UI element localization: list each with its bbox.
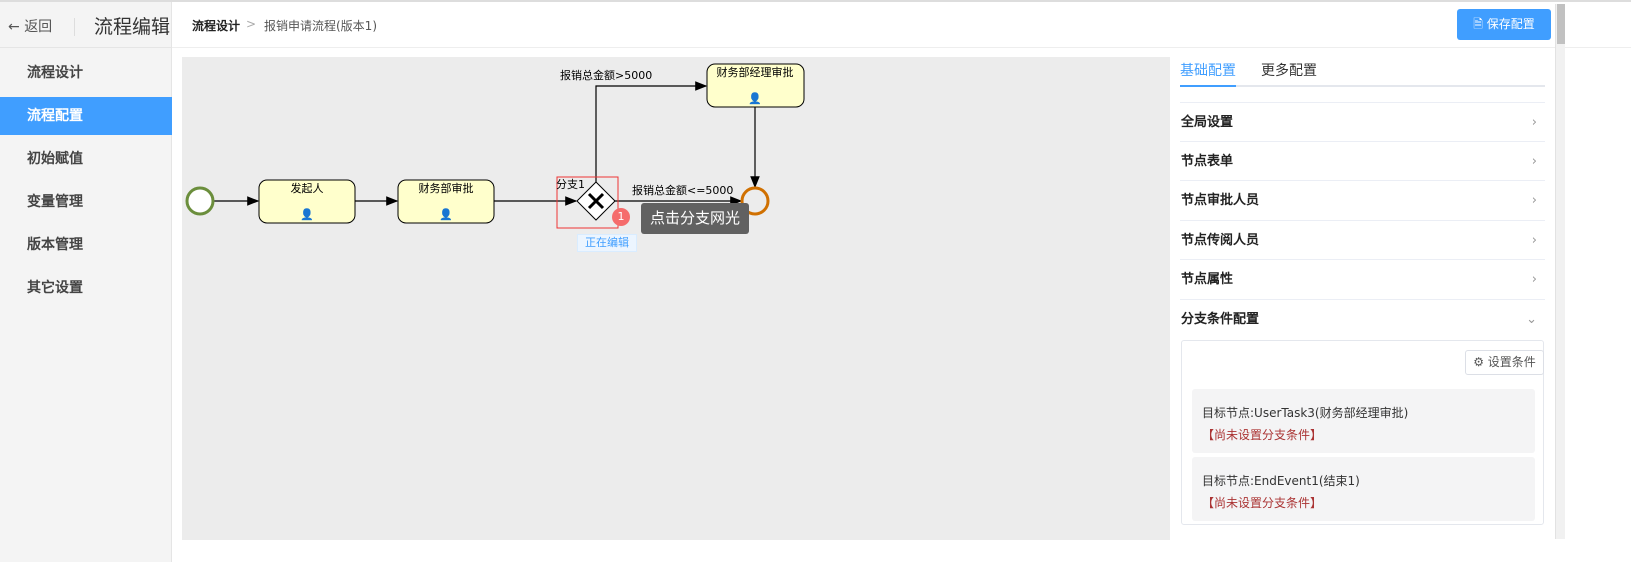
document-icon: 🗎 — [1473, 17, 1487, 31]
exclusive-gateway[interactable]: 分支1 — [556, 176, 619, 229]
back-button[interactable]: ← 返回 — [8, 16, 52, 36]
tab-indicator — [1180, 85, 1236, 87]
tab-basic[interactable]: 基础配置 — [1180, 63, 1236, 79]
editing-tag: 正在编辑 — [577, 234, 637, 252]
chevron-right-icon: › — [1531, 233, 1537, 248]
sidebar-header: ← 返回 流程编辑 — [0, 2, 172, 48]
user-icon: 👤 — [300, 208, 314, 221]
chevron-right-icon: › — [1531, 193, 1537, 208]
flow-label: 报销总金额<=5000 — [632, 183, 733, 197]
chevron-down-icon: ⌄ — [1526, 312, 1537, 327]
divider — [74, 18, 75, 36]
tooltip: 点击分支网光 — [641, 203, 749, 234]
end-event[interactable] — [740, 186, 770, 216]
sidebar-item-design[interactable]: 流程设计 — [27, 65, 83, 81]
user-icon: 👤 — [439, 208, 453, 221]
condition-warning: 【尚未设置分支条件】 — [1202, 428, 1323, 442]
selection-box — [556, 176, 619, 229]
task-finance[interactable]: 财务部审批 👤 — [397, 179, 495, 224]
task-label: 财务部经理审批 — [717, 65, 794, 79]
condition-warning: 【尚未设置分支条件】 — [1202, 496, 1323, 510]
user-icon: 👤 — [748, 92, 762, 105]
sidebar-item-versions[interactable]: 版本管理 — [27, 237, 83, 253]
section-form[interactable]: 节点表单 › — [1180, 141, 1545, 180]
sidebar-item-config[interactable]: 流程配置 — [0, 97, 172, 135]
section-label: 分支条件配置 — [1181, 312, 1260, 327]
section-branch-conditions[interactable]: 分支条件配置 ⌄ — [1180, 299, 1545, 338]
sidebar-item-init[interactable]: 初始赋值 — [27, 151, 83, 167]
chevron-right-icon: › — [1531, 272, 1537, 287]
section-label: 节点属性 — [1181, 272, 1234, 287]
task-initiator[interactable]: 发起人 👤 — [258, 179, 356, 224]
breadcrumb-design[interactable]: 流程设计 — [192, 19, 241, 33]
task-label: 财务部审批 — [419, 181, 474, 195]
step-badge: 1 — [612, 208, 630, 226]
section-approvers[interactable]: 节点审批人员 › — [1180, 180, 1545, 219]
x-icon — [587, 192, 605, 210]
back-label: 返回 — [24, 19, 53, 35]
scrollbar[interactable] — [1555, 4, 1565, 539]
tab-divider — [1180, 85, 1545, 87]
chevron-right-icon: › — [1531, 154, 1537, 169]
section-global[interactable]: 全局设置 › — [1180, 102, 1545, 141]
sidebar: ← 返回 流程编辑 流程设计 流程配置 初始赋值 变量管理 版本管理 其它设置 — [0, 2, 172, 562]
set-condition-label: 设置条件 — [1487, 355, 1536, 369]
condition-target: 目标节点:EndEvent1(结束1) — [1202, 474, 1360, 488]
condition-target: 目标节点:UserTask3(财务部经理审批) — [1202, 406, 1409, 420]
sidebar-item-variables[interactable]: 变量管理 — [27, 194, 83, 210]
section-cc[interactable]: 节点传阅人员 › — [1180, 220, 1545, 259]
section-label: 节点表单 — [1181, 154, 1234, 169]
branch-conditions-box: ⚙ 设置条件 目标节点:UserTask3(财务部经理审批) 【尚未设置分支条件… — [1181, 340, 1544, 525]
start-event[interactable] — [185, 186, 215, 216]
page-title: 流程编辑 — [94, 16, 171, 38]
breadcrumb-current: 报销申请流程(版本1) — [264, 19, 377, 33]
process-diagram: 发起人 👤 财务部审批 👤 财务部经理审批 👤 分支1 报销总金额>5000 报… — [185, 63, 805, 229]
flow-label: 报销总金额>5000 — [560, 68, 652, 82]
task-label: 发起人 — [291, 181, 324, 195]
tab-more[interactable]: 更多配置 — [1261, 63, 1317, 79]
arrow-left-icon: ← — [8, 19, 25, 35]
config-panel: 基础配置 更多配置 全局设置 › 节点表单 › 节点审批人员 › 节点传阅人员 › 节点… — [1170, 48, 1555, 562]
diagram-canvas[interactable] — [182, 57, 1170, 540]
breadcrumb-separator: > — [246, 17, 257, 31]
sidebar-item-other[interactable]: 其它设置 — [27, 280, 83, 296]
task-finance-manager[interactable]: 财务部经理审批 👤 — [706, 63, 805, 108]
flow-gt-5000[interactable] — [595, 81, 708, 182]
chevron-right-icon: › — [1531, 115, 1537, 130]
gateway-label: 分支1 — [556, 178, 585, 191]
scrollbar-thumb[interactable] — [1557, 4, 1565, 44]
condition-card[interactable]: 目标节点:EndEvent1(结束1) 【尚未设置分支条件】 — [1192, 457, 1535, 521]
save-label: 保存配置 — [1486, 17, 1535, 31]
set-condition-button[interactable]: ⚙ 设置条件 — [1465, 350, 1544, 375]
section-label: 全局设置 — [1181, 115, 1234, 130]
section-label: 节点传阅人员 — [1181, 233, 1260, 248]
condition-card[interactable]: 目标节点:UserTask3(财务部经理审批) 【尚未设置分支条件】 — [1192, 389, 1535, 453]
gear-icon: ⚙ — [1473, 355, 1488, 369]
save-button[interactable]: 🗎 保存配置 — [1457, 9, 1551, 40]
section-label: 节点审批人员 — [1181, 193, 1260, 208]
top-bar: 流程设计 > 报销申请流程(版本1) 🗎 保存配置 — [172, 2, 1631, 48]
section-attributes[interactable]: 节点属性 › — [1180, 259, 1545, 298]
